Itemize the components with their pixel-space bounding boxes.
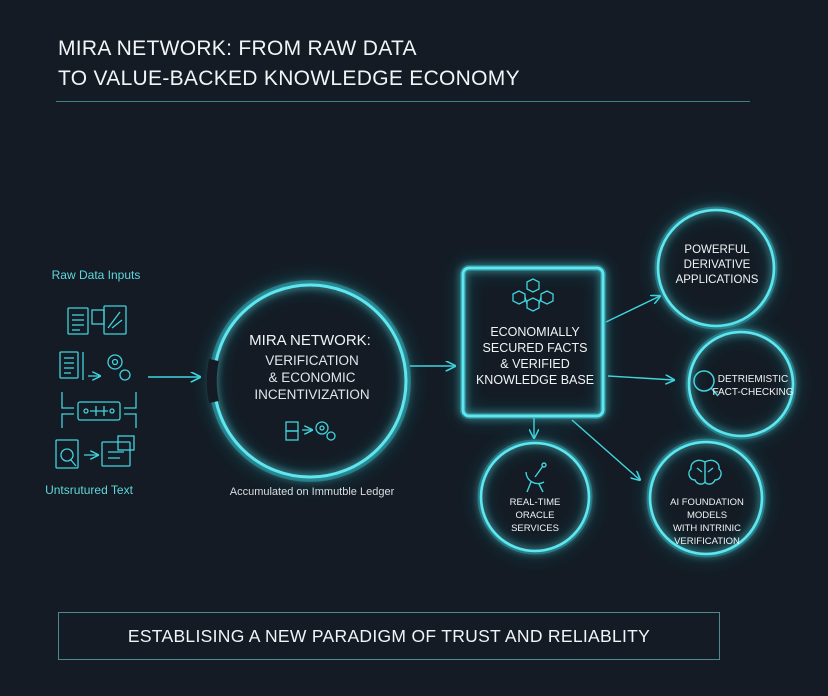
oracle-line-3: SERVICES [511,523,559,534]
kb-line-1: ECONOMIALLY [490,325,580,339]
powerful-line-3: APPLICATIONS [675,274,759,286]
oracle-services-label: REAL-TIME ORACLE SERVICES [480,496,590,535]
ai-foundation-label: AI FOUNDATION MODELS WITH INTRINIC VERIF… [652,496,762,548]
aifound-line-2: MODELS [686,510,728,521]
brain-icon [688,459,722,485]
arrow-kb-to-aifound [571,419,640,480]
title-line-1: MIRA NETWORK: FROM RAW DATA [58,37,417,60]
raw-data-inputs-label: Raw Data Inputs [51,268,141,282]
aifound-line-4: VERIFICATION [674,536,740,547]
raw-input-icons [55,305,137,469]
oracle-line-1: REAL-TIME [509,497,561,508]
mira-subtitle: VERIFICATION & ECONOMIC INCENTIVIZATION [232,352,392,403]
satellite-dish-icon [525,462,547,493]
document-search-icon [55,435,135,469]
kb-line-3: & VERIFIED [500,357,570,371]
output-circles [477,206,797,558]
mira-sub-line-2: & ECONOMIC [268,370,356,385]
arrow-kb-to-powerful [605,296,660,323]
knowledge-base-box [460,265,606,419]
ledger-caption: Accumulated on Immutble Ledger [229,486,395,498]
powerful-line-2: DERIVATIVE [683,259,751,271]
aifound-line-3: WITH INTRINIC [672,523,742,534]
fact-checking-label: DETRIEMISTIC FACT-CHECKING [698,373,808,399]
mira-network-title: MIRA NETWORK: [249,332,371,349]
magnifier-icon [693,370,719,397]
paradigm-banner: ESTABLISING A NEW PARADIGM OF TRUST AND … [58,612,720,660]
mira-sub-line-1: VERIFICATION [265,353,359,368]
connector-bracket [61,392,137,428]
mira-ring [206,280,411,482]
powerful-applications-label: POWERFUL DERIVATIVE APPLICATIONS [655,243,779,288]
kb-line-2: SECURED FACTS [482,341,588,355]
oracle-line-2: ORACLE [515,510,555,521]
page-title: MIRA NETWORK: FROM RAW DATA TO VALUE-BAC… [58,34,520,94]
document-icon [67,305,127,335]
mira-sub-line-3: INCENTIVIZATION [254,387,370,402]
circuit-board-icon [77,401,121,421]
aifound-line-1: AI FOUNDATION [670,497,744,508]
powerful-line-1: POWERFUL [684,244,750,256]
mira-cubes-gear-icon [285,421,336,441]
arrow-kb-to-factcheck [607,376,674,380]
cubes-icon [512,278,554,312]
title-divider [56,101,750,102]
factcheck-line-2: FACT-CHECKING [712,387,794,398]
factcheck-line-1: DETRIEMISTIC [717,374,789,385]
knowledge-base-label: ECONOMIALLY SECURED FACTS & VERIFIED KNO… [462,324,608,388]
document-gear-icon [59,351,131,381]
unstructured-text-label: Untsrutured Text [45,483,133,497]
title-line-2: TO VALUE-BACKED KNOWLEDGE ECONOMY [58,67,520,90]
kb-line-4: KNOWLEDGE BASE [475,373,595,387]
